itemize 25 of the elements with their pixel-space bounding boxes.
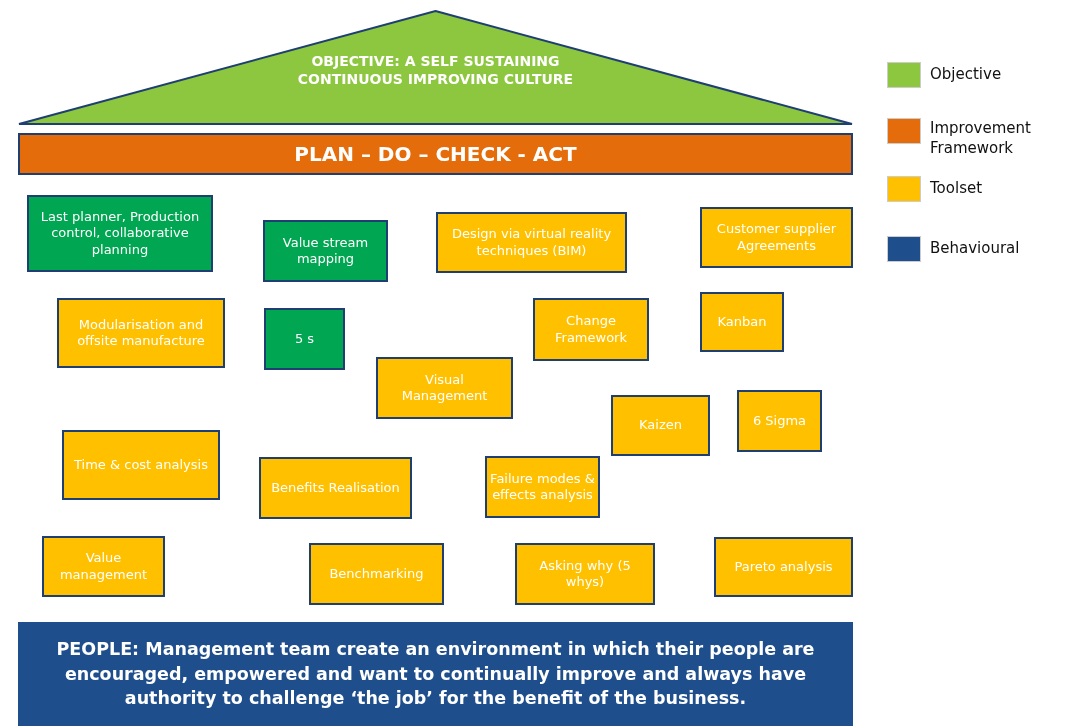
- practice-box: Last planner, Production control, collaborative planning: [27, 195, 213, 272]
- tool-box: Design via virtual reality techniques (BIM): [436, 212, 627, 273]
- practice-box: Value stream mapping: [263, 220, 388, 282]
- tool-box: 6 Sigma: [737, 390, 822, 452]
- tool-box: Modularisation and offsite manufacture: [57, 298, 225, 368]
- legend-label: Toolset: [930, 179, 984, 199]
- tool-box: Kaizen: [611, 395, 710, 456]
- tool-box: Benchmarking: [309, 543, 444, 605]
- legend-label: Behavioural: [930, 239, 1021, 259]
- tool-box: Customer supplier Agreements: [700, 207, 853, 268]
- practice-box: 5 s: [264, 308, 345, 370]
- tool-box: Visual Management: [376, 357, 513, 419]
- foundation-band: PEOPLE: Management team create an environment in which their people are encouraged, empowered and want to continually improve and always have authority to challenge ‘the job’ for the benefit of the business.: [18, 622, 853, 726]
- tool-box: Benefits Realisation: [259, 457, 412, 519]
- tool-box: Asking why (5 whys): [515, 543, 655, 605]
- legend-label: Objective: [930, 65, 1003, 85]
- tool-box: Kanban: [700, 292, 784, 352]
- framework-band: PLAN – DO – CHECK - ACT: [18, 133, 853, 175]
- tool-box: Time & cost analysis: [62, 430, 220, 500]
- tool-box: Pareto analysis: [714, 537, 853, 597]
- tool-box: Failure modes & effects analysis: [485, 456, 600, 518]
- tool-box: Change Framework: [533, 298, 649, 361]
- legend-label: Improvement Framework: [930, 119, 1032, 158]
- tool-box: Value management: [42, 536, 165, 597]
- objective-heading: OBJECTIVE: A SELF SUSTAINING CONTINUOUS IMPROVING CULTURE: [296, 52, 575, 89]
